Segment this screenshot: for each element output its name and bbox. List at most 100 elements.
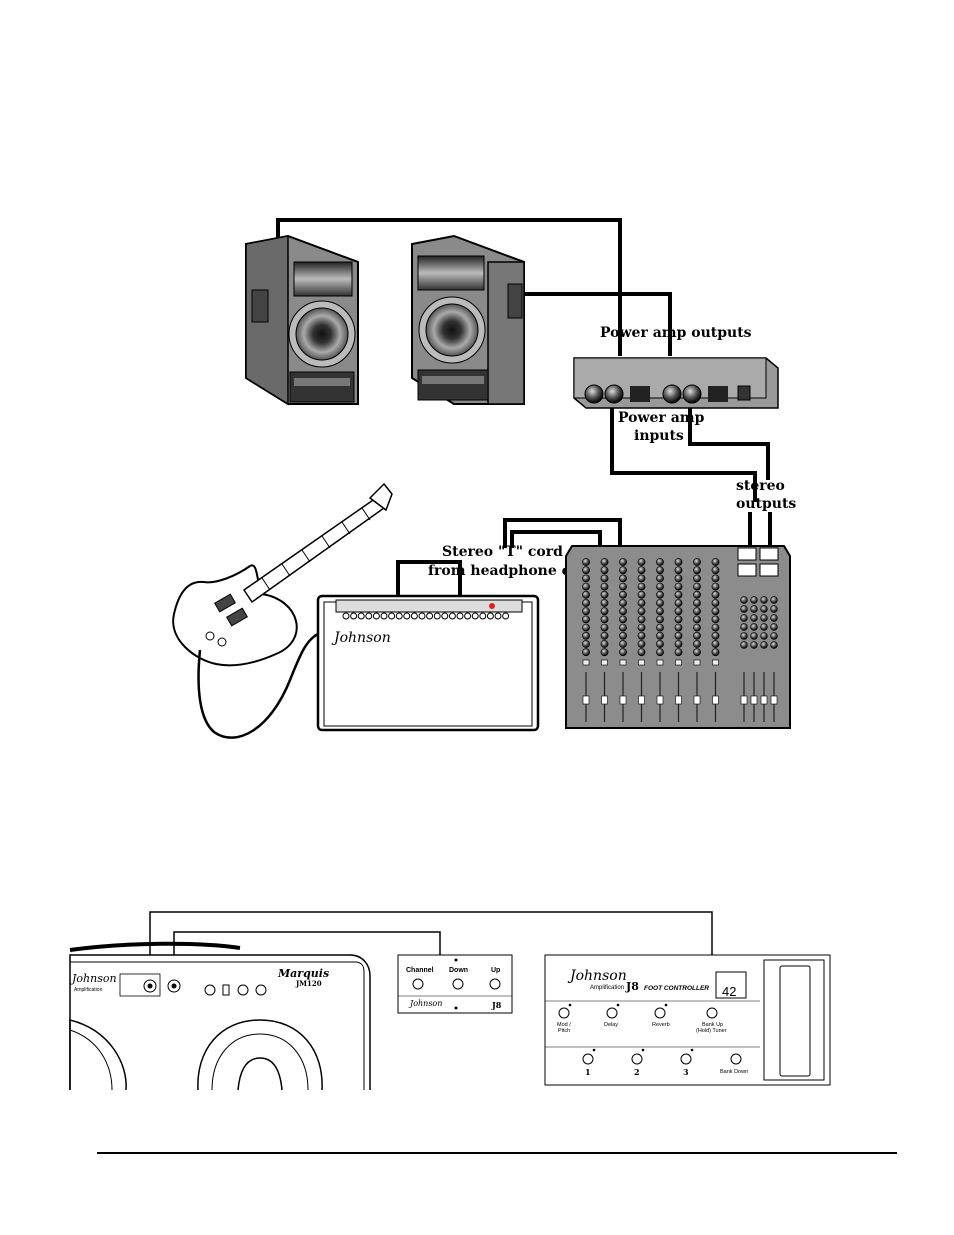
mixer-knob (600, 599, 609, 607)
amp-knob (426, 612, 434, 620)
amp-knob (418, 612, 426, 620)
mixer-knob (582, 590, 590, 599)
switch-label-bank-up: Bank Up(Hold) Tuner (696, 1022, 727, 1034)
fader-cap (693, 695, 701, 705)
mixer-master-section (737, 547, 779, 722)
mixer-knob (674, 607, 683, 616)
mixer-knob (711, 607, 720, 616)
marquis-model-sub: JM120 (295, 979, 322, 988)
fader-cap (582, 695, 590, 705)
mixer-knob (693, 582, 701, 591)
amp-knob (604, 384, 624, 404)
mixer-knob (637, 615, 646, 624)
mixer-knob (582, 574, 590, 583)
mixer-knob (693, 566, 701, 575)
amp-knob (464, 612, 472, 620)
mixer-knob (656, 574, 664, 583)
fader-cap (675, 695, 682, 705)
amp-knob (380, 612, 388, 620)
mixer-knob (674, 590, 683, 599)
footswitch-button-up[interactable] (489, 978, 501, 990)
j8-foot-controller: Johnson Amplification J8 FOOT CONTROLLER… (544, 954, 831, 1086)
mixer-knob (770, 614, 778, 622)
mixer-knob (740, 614, 748, 622)
switch-bank-down[interactable] (730, 1053, 742, 1065)
label-stereo-outputs-line2: outputs (736, 496, 796, 512)
mixer-knob (674, 631, 683, 640)
mixer-knob (674, 599, 683, 607)
amp-power-led (489, 603, 495, 609)
mixer-knob (582, 640, 590, 648)
mixer-button (675, 659, 682, 666)
mixer-knob (770, 641, 778, 649)
mixer-knob (760, 632, 768, 640)
mixer-knob (619, 648, 627, 657)
mixer-knob (711, 648, 720, 657)
mixer-button (601, 659, 608, 666)
mixer-knob (693, 631, 701, 640)
controller-display-value: 42 (722, 984, 736, 999)
switch-label-bank-down: Bank Down (720, 1069, 748, 1075)
pa-speaker-left (245, 234, 359, 406)
label-power-amp-inputs-line1: Power amp (618, 410, 705, 426)
mixer-knob (770, 623, 778, 631)
mixer-knob (656, 599, 664, 607)
switch-1[interactable] (582, 1053, 594, 1065)
mixer-knob (760, 596, 768, 604)
mixer-knob (674, 640, 683, 648)
mixer-knob (637, 590, 646, 599)
fader-cap (638, 695, 645, 705)
mixer-channel-strips (582, 558, 720, 722)
mixer-knob (760, 623, 768, 631)
expression-pedal[interactable] (779, 965, 811, 1077)
mixer-button (638, 659, 645, 666)
switch-delay[interactable] (606, 1007, 618, 1019)
mixer-knob (693, 574, 701, 583)
switch-2[interactable] (631, 1053, 643, 1065)
amp-knob (682, 384, 702, 404)
mixer-knob (637, 640, 646, 648)
fader-cap (712, 695, 719, 705)
mixer-knob (750, 614, 758, 622)
switch-label-1: 1 (585, 1067, 591, 1077)
switch-bank-up[interactable] (706, 1007, 718, 1019)
mixer-knob (693, 623, 701, 632)
mixer-knob (582, 582, 590, 591)
amp-knob (342, 612, 350, 620)
footswitch-label-down: Down (449, 967, 468, 974)
footswitch-button-down[interactable] (452, 978, 464, 990)
mixer-knob (582, 631, 590, 640)
j8-small-footswitch: Channel Down Up Johnson J8 (397, 954, 513, 1014)
mixer-knob (770, 632, 778, 640)
vu-meter (759, 547, 779, 561)
mixer-knob (619, 566, 627, 575)
footswitch-button-channel[interactable] (412, 978, 424, 990)
electric-guitar (172, 482, 393, 739)
mixer-knob (600, 640, 609, 648)
controller-brand-logo: Johnson (567, 968, 627, 984)
mixer-knob (674, 623, 683, 632)
mixer-knob (760, 641, 768, 649)
mixer-knob (711, 631, 720, 640)
mixer-knob (582, 615, 590, 624)
mixer-knob (619, 574, 627, 583)
footswitch-badge: J8 (491, 1000, 502, 1010)
mixer-knob (637, 566, 646, 575)
switch-mod-pitch[interactable] (558, 1007, 570, 1019)
amp-control-knobs (342, 612, 510, 620)
mixer-knob (656, 607, 664, 616)
switch-reverb[interactable] (654, 1007, 666, 1019)
mixer-knob (600, 623, 609, 632)
switch-3[interactable] (680, 1053, 692, 1065)
mixer-knob (600, 631, 609, 640)
amp-knob (471, 612, 479, 620)
marquis-amp-panel: Johnson Amplification Marquis JM120 (69, 941, 371, 1091)
mixer-knob (656, 640, 664, 648)
mixer-knob (619, 631, 627, 640)
mixer-knob (770, 596, 778, 604)
fader-cap (770, 695, 778, 705)
mixer-knob (750, 596, 758, 604)
label-power-amp-inputs-line2: inputs (634, 428, 684, 444)
amp-knob (388, 612, 396, 620)
mixer-knob (619, 582, 627, 591)
